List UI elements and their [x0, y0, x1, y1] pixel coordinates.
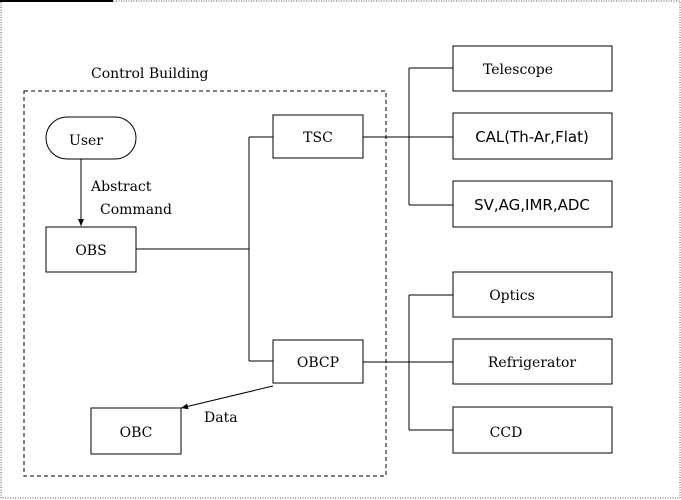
cal-label: CAL(Th-Ar,Flat) — [475, 128, 589, 146]
tsc-label: TSC — [303, 130, 333, 146]
abstract-command-line2: Command — [100, 202, 172, 218]
obcp-node — [272, 339, 364, 384]
telescope-label: Telescope — [483, 62, 553, 78]
data-label: Data — [204, 410, 238, 426]
obcp-label: OBCP — [297, 355, 339, 371]
control-building-label: Control Building — [91, 66, 209, 82]
obc-node — [90, 407, 182, 455]
control-building-region — [23, 90, 387, 477]
optics-label: Optics — [489, 288, 535, 304]
obcp-to-obc-arrow — [180, 385, 274, 410]
obc-label: OBC — [120, 425, 153, 441]
tsc-node — [272, 114, 364, 159]
abstract-command-line1: Abstract — [90, 179, 152, 195]
obs-connector — [136, 136, 273, 362]
cal-node — [452, 112, 613, 160]
refrigerator-node — [452, 338, 613, 385]
ccd-label: CCD — [490, 425, 523, 441]
optics-node — [452, 271, 613, 318]
ccd-node — [452, 406, 613, 454]
obs-label: OBS — [75, 243, 106, 259]
refrigerator-label: Refrigerator — [488, 355, 577, 371]
sv-ag-imr-adc-label: SV,AG,IMR,ADC — [474, 196, 590, 214]
obcp-fanout-connector — [363, 294, 453, 431]
sv-ag-imr-adc-node — [452, 180, 613, 228]
user-label: User — [69, 133, 103, 149]
telescope-node — [452, 45, 613, 92]
user-node — [45, 116, 137, 160]
tsc-fanout-connector — [363, 67, 453, 206]
